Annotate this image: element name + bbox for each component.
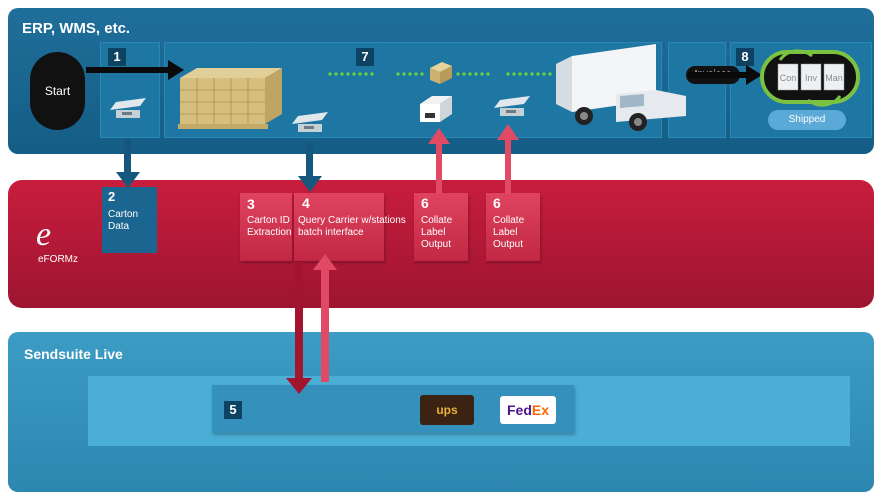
step6b-line3: Output <box>493 239 524 250</box>
fedex-ex: Ex <box>531 402 549 418</box>
step6a-line1: Collate <box>421 215 453 226</box>
scanner-to-step4-arrow <box>298 142 322 192</box>
flow-dots <box>328 72 552 76</box>
step6a-line2: Label <box>421 227 446 238</box>
step2-line1: Carton <box>108 209 139 220</box>
step4-line1: Query Carrier w/stations <box>298 215 406 226</box>
start-to-pallet-arrow <box>86 60 184 80</box>
scanner-to-carton-data-arrow <box>116 138 140 188</box>
step1-badge: 1 <box>108 48 126 66</box>
scanner-icon-3 <box>494 96 530 116</box>
scanner-icon-1 <box>110 98 146 118</box>
doc-con-label: Con <box>780 73 797 83</box>
start-node: Start <box>30 52 85 130</box>
step3-line1: Carton ID <box>247 215 290 226</box>
ups-logo-icon: ups <box>420 395 474 425</box>
fedex-logo-icon: FedEx <box>500 396 556 424</box>
step6a-line3: Output <box>421 239 452 250</box>
step2-badge: 2 <box>108 189 116 204</box>
step4-card: 4 Query Carrier w/stations batch interfa… <box>294 193 406 261</box>
labeled-box-icon <box>420 96 452 122</box>
pallet-icon <box>178 68 282 129</box>
step6b-badge: 6 <box>493 195 501 211</box>
erp-band-title: ERP, WMS, etc. <box>22 20 131 37</box>
step4-badge: 4 <box>302 195 310 211</box>
step6a-badge: 6 <box>421 195 429 211</box>
carton-box-icon <box>430 62 452 84</box>
step6b-card: 6 Collate Label Output <box>486 193 540 261</box>
doc-man-label: Man <box>825 73 843 83</box>
step2-line2: Data <box>108 221 130 232</box>
step6a-up-arrow <box>428 128 450 194</box>
invoices-panel <box>668 42 726 138</box>
doc-inv-label: Inv <box>805 73 818 83</box>
eformz-logo-icon: e <box>36 216 52 253</box>
step7-badge: 7 <box>356 48 374 66</box>
step4-to-sendsuite-arrow <box>286 262 312 394</box>
step3-card: 3 Carton ID Extraction <box>240 193 292 261</box>
truck-icon <box>556 44 686 131</box>
shipping-docs-icon: Con Inv Man <box>760 49 860 107</box>
sendsuite-band-title: Sendsuite Live <box>24 346 123 362</box>
shipped-label: Shipped <box>768 110 846 130</box>
step3-line2: Extraction <box>247 227 292 238</box>
truck-to-invoices-arrow <box>688 65 762 85</box>
eformz-logo-text: eFORMz <box>38 254 78 265</box>
fedex-fed: Fed <box>506 402 532 418</box>
scanner-icon-2 <box>292 112 328 132</box>
step6a-card: 6 Collate Label Output <box>414 193 468 261</box>
step6b-line2: Label <box>493 227 518 238</box>
step6b-up-arrow <box>497 124 519 194</box>
carton-data-doc: 2 Carton Data <box>102 187 157 253</box>
step3-badge: 3 <box>247 196 255 212</box>
sendsuite-to-step4-arrow <box>313 254 337 382</box>
step6b-line1: Collate <box>493 215 525 226</box>
step5-badge: 5 <box>224 401 242 419</box>
step4-line2: batch interface <box>298 227 364 238</box>
step8-badge: 8 <box>736 48 754 66</box>
